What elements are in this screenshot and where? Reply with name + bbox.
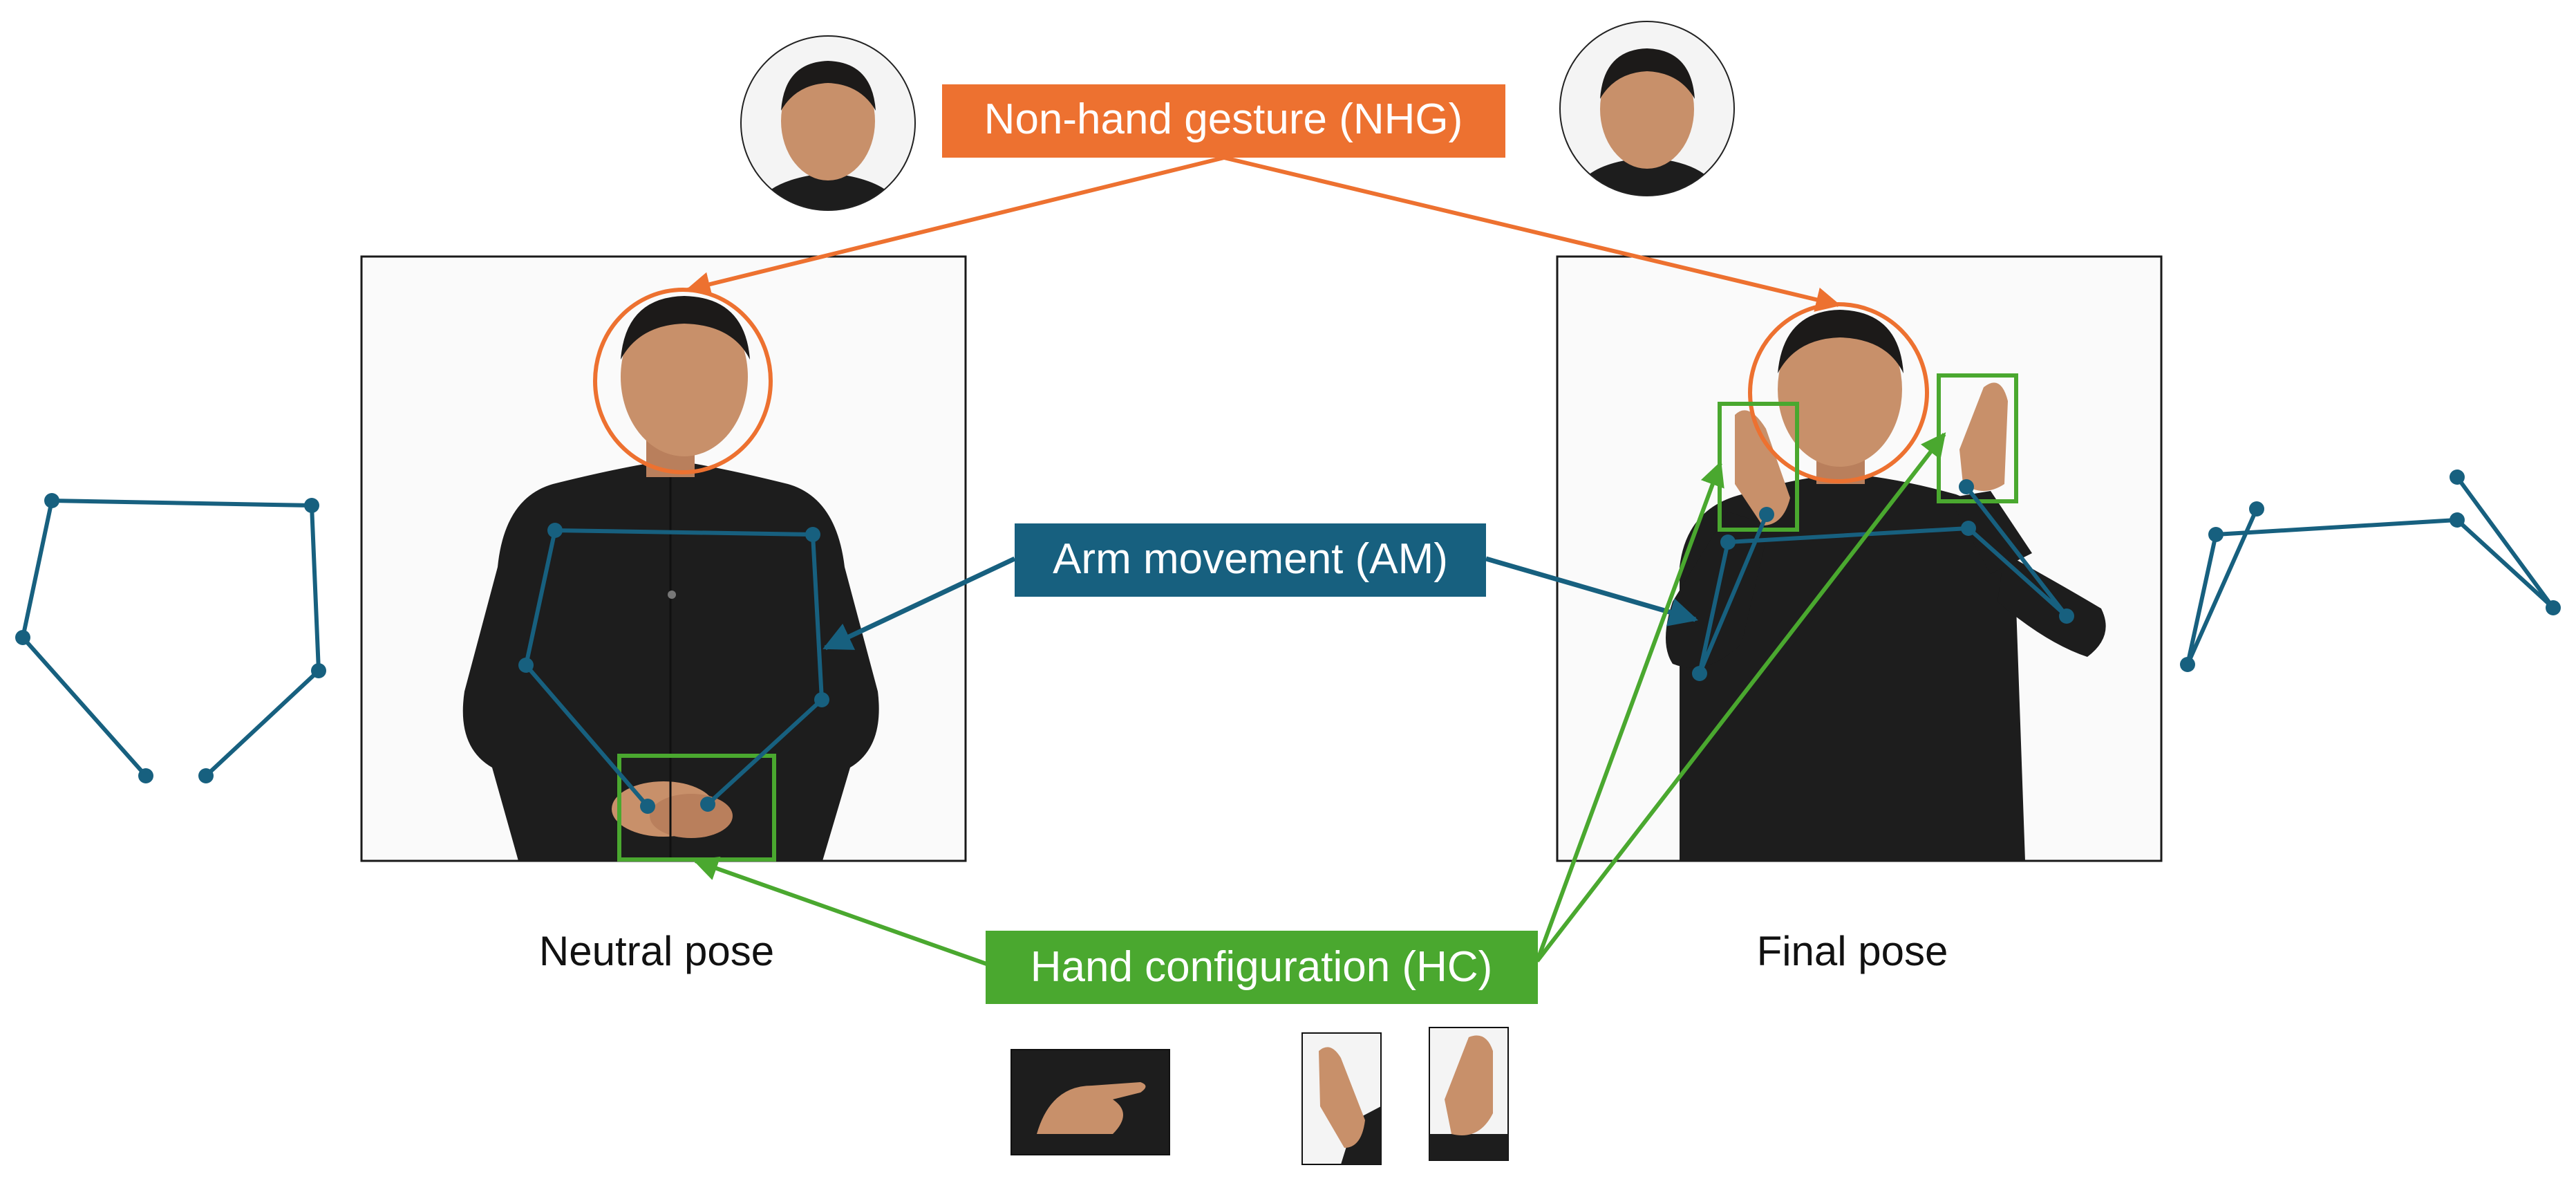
hand-thumb-final-right [1429,1027,1509,1161]
neutral-joints [518,523,829,814]
am-label-text: Arm movement (AM) [1053,535,1448,583]
person-face-icon [741,36,915,210]
final-skeleton [1698,485,2069,675]
hc-label-text: Hand configuration (HC) [1031,943,1493,991]
hc-arrows [693,432,1946,967]
neutral-pose-caption: Neutral pose [539,928,774,974]
nhg-face-marker [593,288,773,474]
hand-thumb-final-left [1301,1032,1382,1165]
final-skeleton-outline [2180,470,2561,672]
nhg-label: Non-hand gesture (NHG) [942,84,1505,158]
am-label: Arm movement (AM) [1015,523,1486,597]
hand-icon-final-left [1319,1047,1365,1148]
nhg-arrows [685,156,1841,312]
nhg-label-text: Non-hand gesture (NHG) [984,95,1463,143]
hand-thumb-neutral [1010,1049,1170,1155]
person-face-icon-final [1560,21,1734,196]
final-pose-caption: Final pose [1757,928,1948,974]
neutral-skeleton [523,528,825,808]
final-joints [1692,479,2074,681]
face-thumb-final [1559,21,1735,196]
hand-icon [1037,1082,1146,1134]
neutral-pose-frame [360,255,967,862]
face-thumb-neutral [740,35,916,211]
hand-icon-final-right [1445,1035,1493,1135]
hc-label: Hand configuration (HC) [986,931,1538,1004]
neutral-skeleton-outline [15,493,326,783]
am-arrows [822,556,1699,651]
final-pose-frame [1556,255,2163,862]
